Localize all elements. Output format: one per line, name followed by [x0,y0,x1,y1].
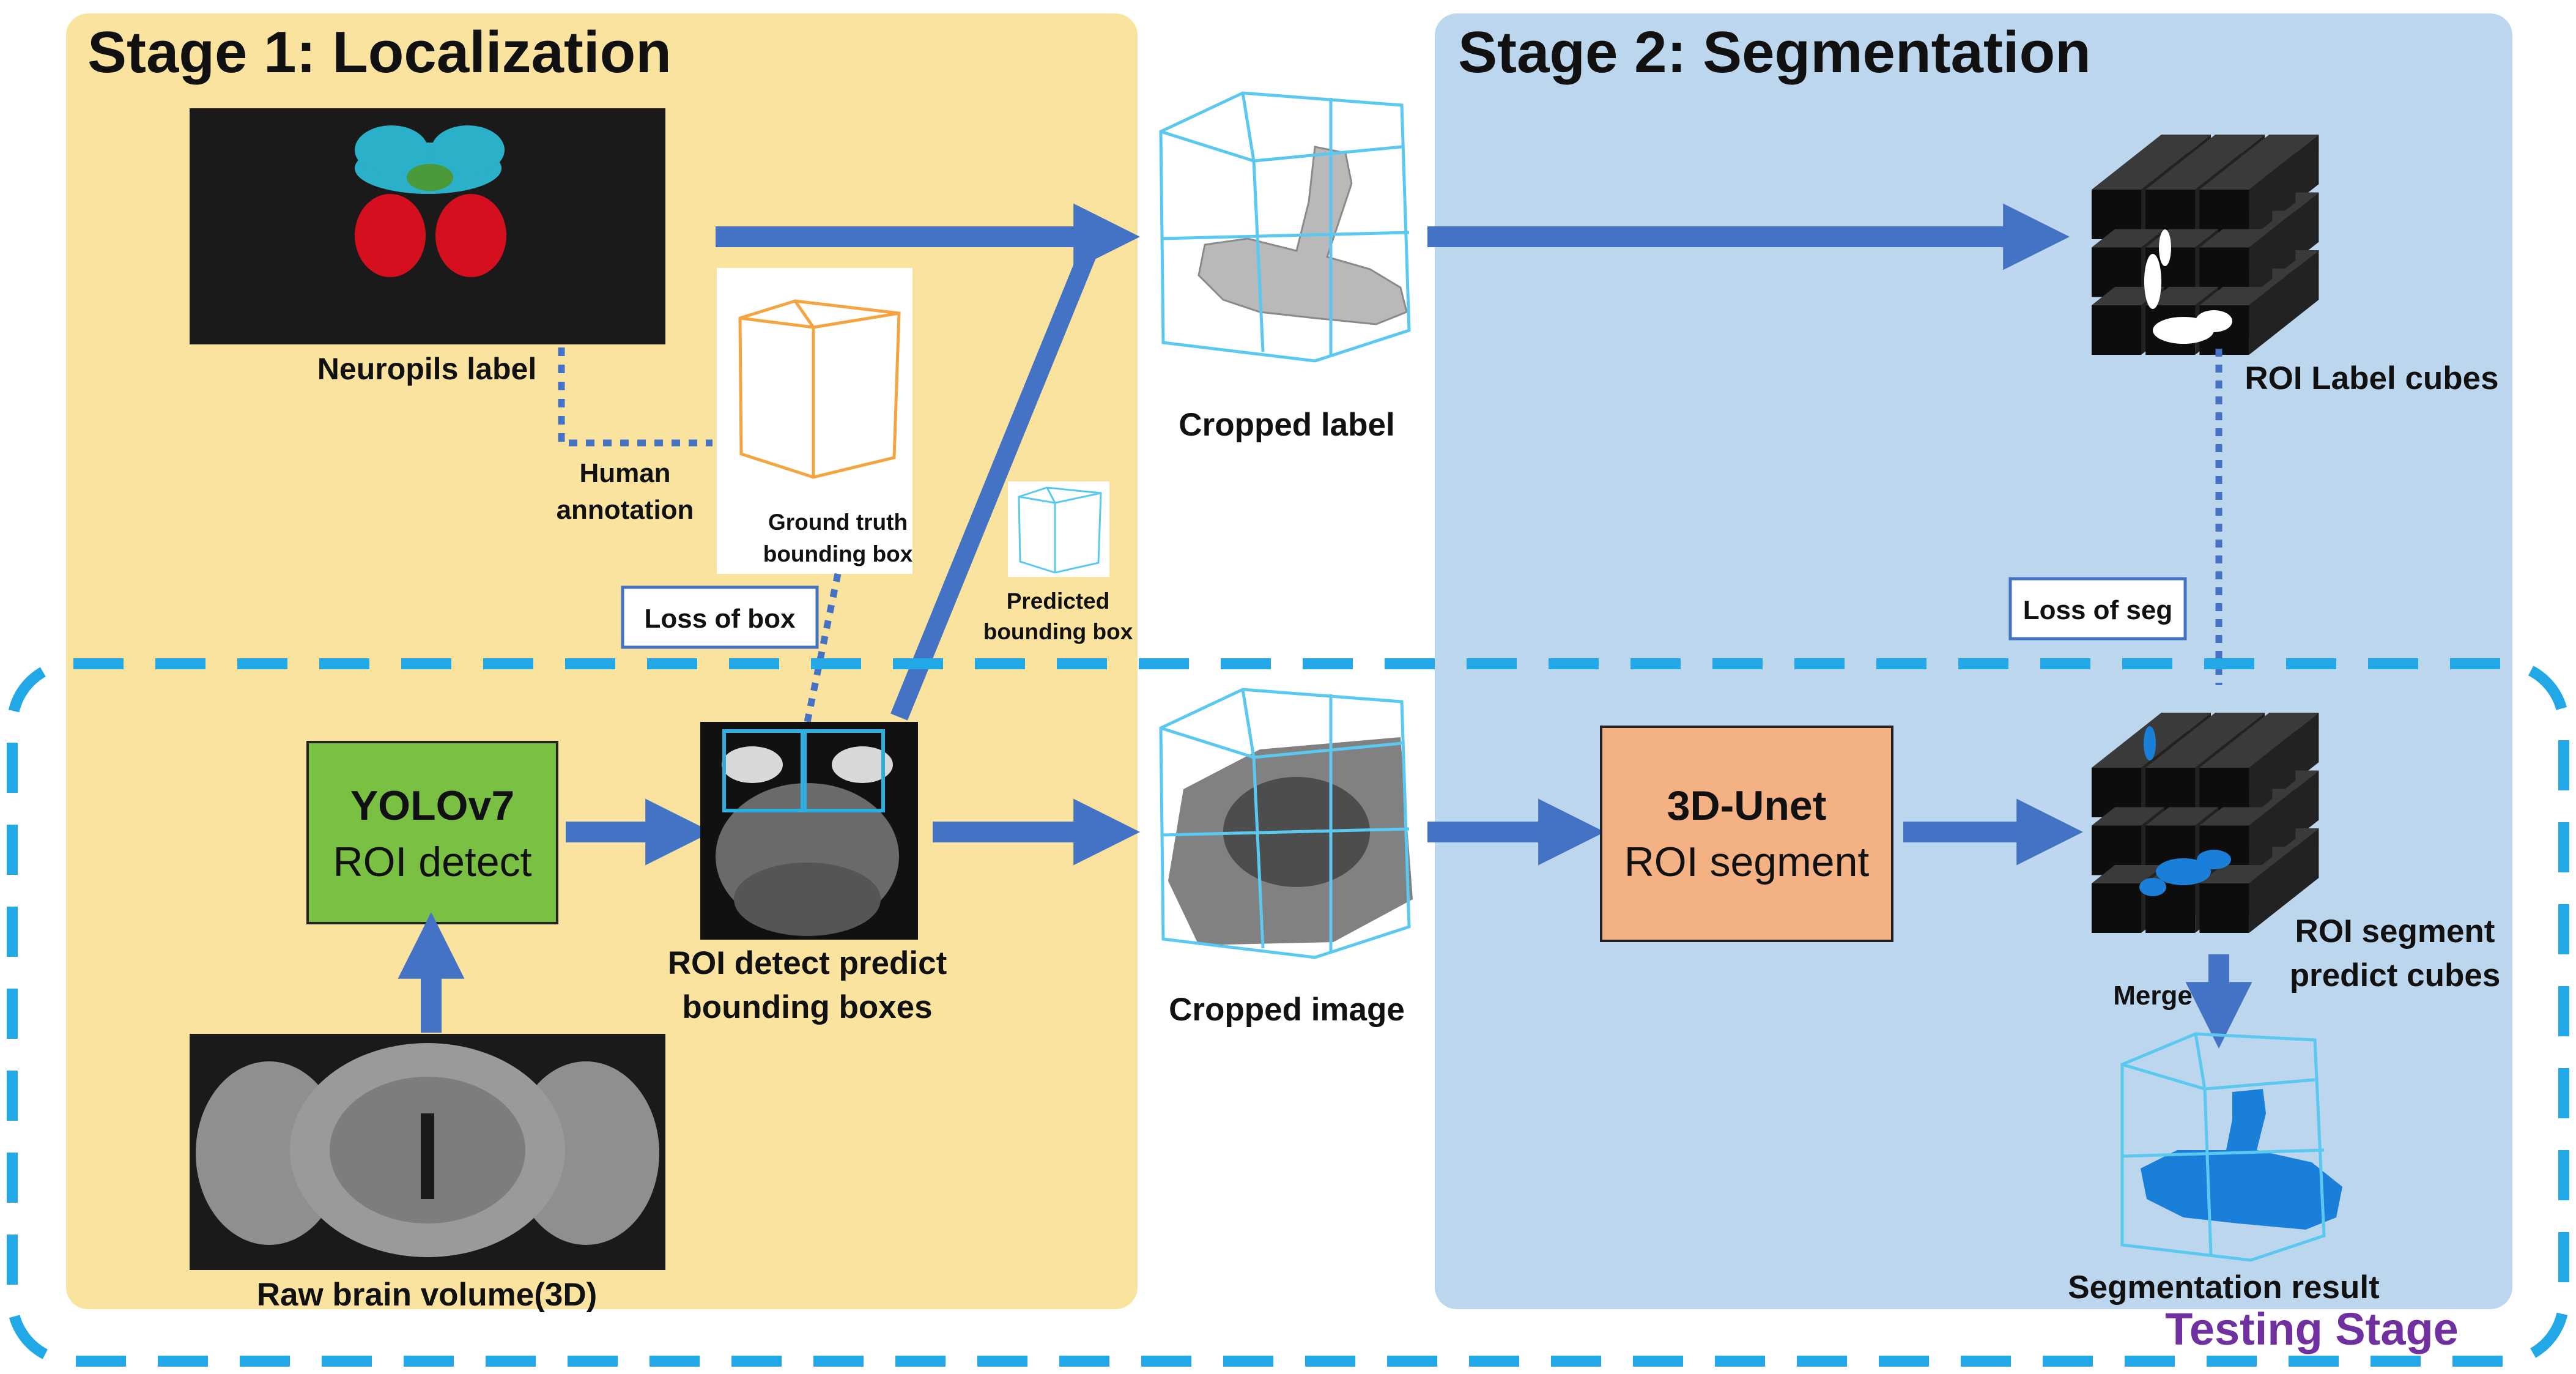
cropped-image-image [1159,688,1413,959]
segmentation-result-caption: Segmentation result [2068,1269,2379,1305]
annotation-connector [558,347,712,447]
roi-detect-image [700,722,918,940]
loss-of-seg-label: Loss of seg [2023,595,2173,625]
roi-label-cubes-caption: ROI Label cubes [2245,360,2498,396]
roi-segment-cubes-caption-1: ROI segment [2295,913,2495,949]
loss-of-box-box [621,585,819,649]
ground-truth-label-2: bounding box [763,541,913,566]
merge-label: Merge [2113,981,2193,1011]
predicted-label-1: Predicted [1007,589,1110,614]
arrow-roi-to-cropped [890,233,1103,721]
neuropils-label-caption: Neuropils label [317,352,536,386]
unet-title: 3D-Unet [1667,782,1827,829]
neuropils-label-image [190,108,665,344]
ground-truth-box-image [717,268,912,574]
cropped-label-image [1159,91,1411,363]
testing-stage-outline [7,658,2569,1367]
human-annotation-label-2: annotation [557,495,694,525]
unet-subtitle: ROI segment [1624,839,1870,885]
cropped-label-caption: Cropped label [1179,407,1394,443]
unet-block: 3D-Unet ROI segment [1600,726,1893,942]
roi-detect-caption-1: ROI detect predict [668,945,947,981]
yolo-subtitle: ROI detect [333,839,531,885]
stage1-title: Stage 1: Localization [87,20,672,85]
human-annotation-label-1: Human [579,458,670,488]
raw-brain-caption: Raw brain volume(3D) [257,1277,598,1313]
testing-stage-label: Testing Stage [2165,1304,2459,1354]
ground-truth-label-1: Ground truth [768,510,908,535]
roi-segment-cubes-caption-2: predict cubes [2290,957,2501,993]
roi-label-cubes-image [2092,135,2319,355]
roi-segment-cubes-image [2092,713,2319,933]
predicted-label-2: bounding box [983,619,1133,644]
stage2-title: Stage 2: Segmentation [1458,20,2091,85]
raw-brain-image [190,1034,665,1270]
roi-detect-caption-2: bounding boxes [682,989,932,1025]
predicted-box-image [1008,481,1109,577]
loss-of-box-dotted-line [802,573,842,729]
loss-of-box-label: Loss of box [645,604,796,634]
yolo-block: YOLOv7 ROI detect [306,741,558,924]
cropped-image-caption: Cropped image [1169,992,1405,1028]
yolo-title: YOLOv7 [350,782,514,829]
segmentation-result-image [2120,1032,2342,1262]
loss-of-seg-box [2008,577,2187,641]
